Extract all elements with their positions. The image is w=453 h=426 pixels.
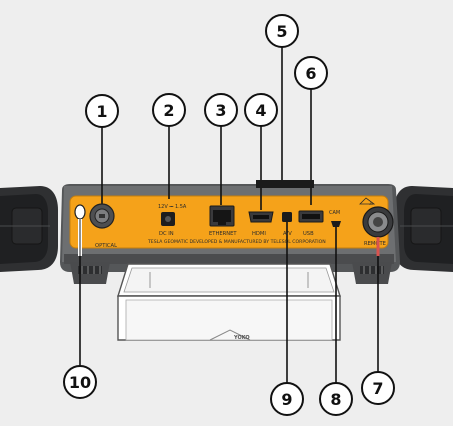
sd-card-slot	[256, 180, 314, 188]
callout-1-number: 1	[96, 102, 107, 121]
callout-3-number: 3	[215, 101, 226, 120]
hdmi-label: HDMI	[252, 231, 266, 237]
remote-warning-text: ⚠	[369, 201, 373, 206]
stand-logo-text: YOKO	[233, 335, 250, 341]
callout-3: 3	[204, 93, 238, 127]
callout-1: 1	[85, 94, 119, 128]
callout-7: 7	[361, 371, 395, 405]
dc-spec-label: 12V ⎓ 1.5A	[158, 204, 187, 210]
dc-in-port: 12V ⎓ 1.5A DC IN	[158, 204, 187, 237]
ethernet-port: ETHERNET	[209, 205, 237, 237]
callout-8: 8	[319, 382, 353, 416]
callout-8-number: 8	[330, 390, 341, 409]
dc-in-label: DC IN	[159, 231, 174, 237]
right-strap	[394, 186, 453, 272]
callout-2-number: 2	[163, 101, 174, 120]
callout-9-number: 9	[281, 390, 292, 409]
callout-5-number: 5	[276, 22, 287, 41]
callout-5: 5	[265, 14, 299, 48]
callout-4: 4	[244, 93, 278, 127]
callout-9: 9	[270, 382, 304, 416]
callout-6-number: 6	[305, 64, 316, 83]
callout-2: 2	[152, 93, 186, 127]
ethernet-label: ETHERNET	[209, 231, 237, 237]
optical-port: OPTICAL	[89, 203, 117, 249]
cam-label: CAM	[329, 210, 340, 216]
usb-port: USB	[298, 210, 324, 237]
av-label: A/V	[283, 231, 292, 237]
left-strap	[0, 186, 58, 272]
cap-tether	[74, 204, 86, 256]
callout-7-number: 7	[372, 379, 383, 398]
panel-legal-text: TESLA GEOMATIC DEVELOPED & MANUFACTURED …	[147, 239, 326, 245]
callout-6: 6	[294, 56, 328, 90]
callout-4-number: 4	[255, 101, 266, 120]
left-foot	[70, 262, 110, 284]
remote-label: REMOTE	[364, 241, 386, 247]
right-foot	[352, 262, 392, 284]
optical-label: OPTICAL	[95, 243, 117, 249]
cam-port: CAM	[329, 210, 341, 227]
callout-10: 10	[63, 365, 97, 399]
av-port: A/V	[282, 212, 292, 237]
usb-label: USB	[303, 231, 314, 237]
remote-port: ⚠ REMOTE	[359, 197, 394, 256]
hinged-stand: YOKO	[117, 263, 341, 341]
hdmi-port: HDMI	[248, 211, 274, 237]
callout-10-number: 10	[69, 373, 91, 392]
